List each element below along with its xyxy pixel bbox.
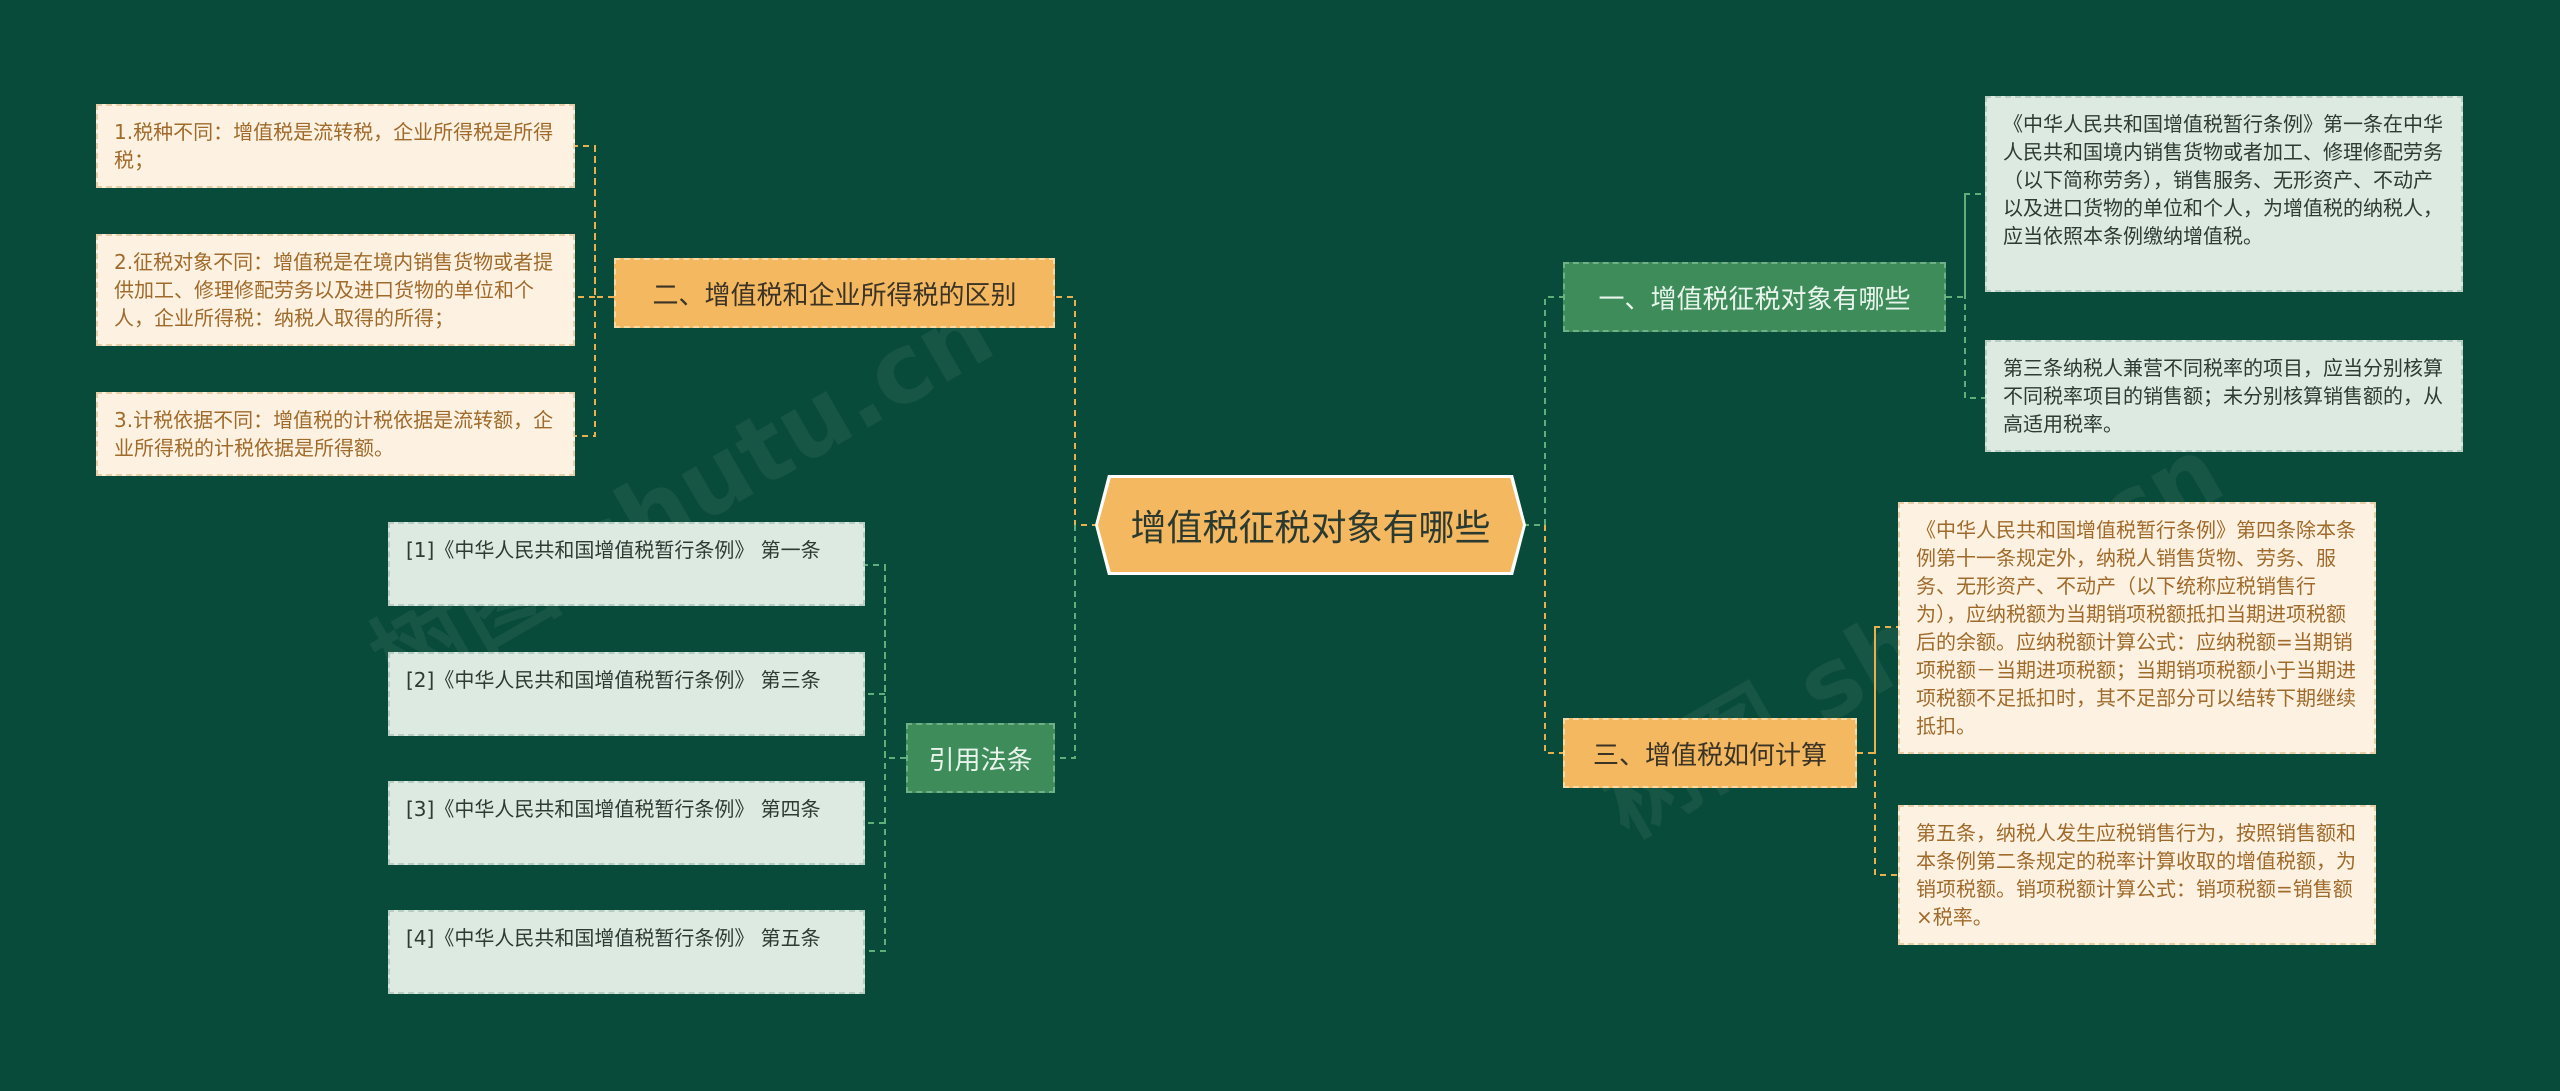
leaf-article-4[interactable]: 《中华人民共和国增值税暂行条例》第四条除本条例第十一条规定外，纳税人销售货物、劳…	[1898, 502, 2376, 754]
leaf-tax-type-difference[interactable]: 1.税种不同：增值税是流转税，企业所得税是所得税；	[96, 104, 575, 188]
connector-root-b4	[1055, 525, 1076, 759]
leaf-text: 3.计税依据不同：增值税的计税依据是流转额，企业所得税的计税依据是所得额。	[114, 408, 554, 460]
branch-vat-vs-income-tax[interactable]: 二、增值税和企业所得税的区别	[614, 258, 1055, 328]
leaf-text: 《中华人民共和国增值税暂行条例》第一条在中华人民共和国境内销售货物或者加工、修理…	[2003, 112, 2443, 248]
branch-label: 二、增值税和企业所得税的区别	[652, 280, 1017, 311]
branch-label: 引用法条	[928, 745, 1033, 776]
connector-root-b1	[1523, 296, 1563, 526]
branch-label: 一、增值税征税对象有哪些	[1598, 284, 1911, 315]
leaf-text: [3]《中华人民共和国增值税暂行条例》 第四条	[406, 797, 821, 821]
leaf-text: 《中华人民共和国增值税暂行条例》第四条除本条例第十一条规定外，纳税人销售货物、劳…	[1916, 518, 2356, 738]
leaf-text: 第五条，纳税人发生应税销售行为，按照销售额和本条例第二条规定的税率计算收取的增值…	[1916, 821, 2356, 929]
leaf-text: [4]《中华人民共和国增值税暂行条例》 第五条	[406, 926, 821, 950]
leaf-text: [2]《中华人民共和国增值税暂行条例》 第三条	[406, 668, 821, 692]
leaf-article-5[interactable]: 第五条，纳税人发生应税销售行为，按照销售额和本条例第二条规定的税率计算收取的增值…	[1898, 805, 2376, 945]
leaf-tax-basis-difference[interactable]: 3.计税依据不同：增值税的计税依据是流转额，企业所得税的计税依据是所得额。	[96, 392, 575, 476]
root-node[interactable]: 增值税征税对象有哪些	[1098, 478, 1523, 572]
connector-b1-leaves	[1946, 193, 1985, 399]
leaf-text: 1.税种不同：增值税是流转税，企业所得税是所得税；	[114, 120, 554, 172]
connector-root-b3	[1544, 525, 1563, 754]
branch-cited-articles[interactable]: 引用法条	[906, 723, 1055, 793]
connector-b4-leaves	[865, 564, 906, 952]
leaf-text: 2.征税对象不同：增值税是在境内销售货物或者提供加工、修理修配劳务以及进口货物的…	[114, 250, 554, 330]
connector-root-b2	[1055, 296, 1098, 526]
leaf-citation-1[interactable]: [1]《中华人民共和国增值税暂行条例》 第一条	[388, 522, 865, 606]
root-label: 增值税征税对象有哪些	[1130, 508, 1491, 549]
branch-label: 三、增值税如何计算	[1592, 740, 1827, 771]
branch-vat-calculation[interactable]: 三、增值税如何计算	[1563, 718, 1857, 788]
leaf-article-3[interactable]: 第三条纳税人兼营不同税率的项目，应当分别核算不同税率项目的销售额；未分别核算销售…	[1985, 340, 2463, 452]
leaf-citation-3[interactable]: [3]《中华人民共和国增值税暂行条例》 第四条	[388, 781, 865, 865]
leaf-text: 第三条纳税人兼营不同税率的项目，应当分别核算不同税率项目的销售额；未分别核算销售…	[2003, 356, 2443, 436]
leaf-citation-2[interactable]: [2]《中华人民共和国增值税暂行条例》 第三条	[388, 652, 865, 736]
leaf-text: [1]《中华人民共和国增值税暂行条例》 第一条	[406, 538, 821, 562]
connector-b2-leaves	[575, 145, 614, 437]
leaf-citation-4[interactable]: [4]《中华人民共和国增值税暂行条例》 第五条	[388, 910, 865, 994]
leaf-article-1[interactable]: 《中华人民共和国增值税暂行条例》第一条在中华人民共和国境内销售货物或者加工、修理…	[1985, 96, 2463, 292]
branch-taxable-objects[interactable]: 一、增值税征税对象有哪些	[1563, 262, 1946, 332]
leaf-tax-object-difference[interactable]: 2.征税对象不同：增值税是在境内销售货物或者提供加工、修理修配劳务以及进口货物的…	[96, 234, 575, 346]
